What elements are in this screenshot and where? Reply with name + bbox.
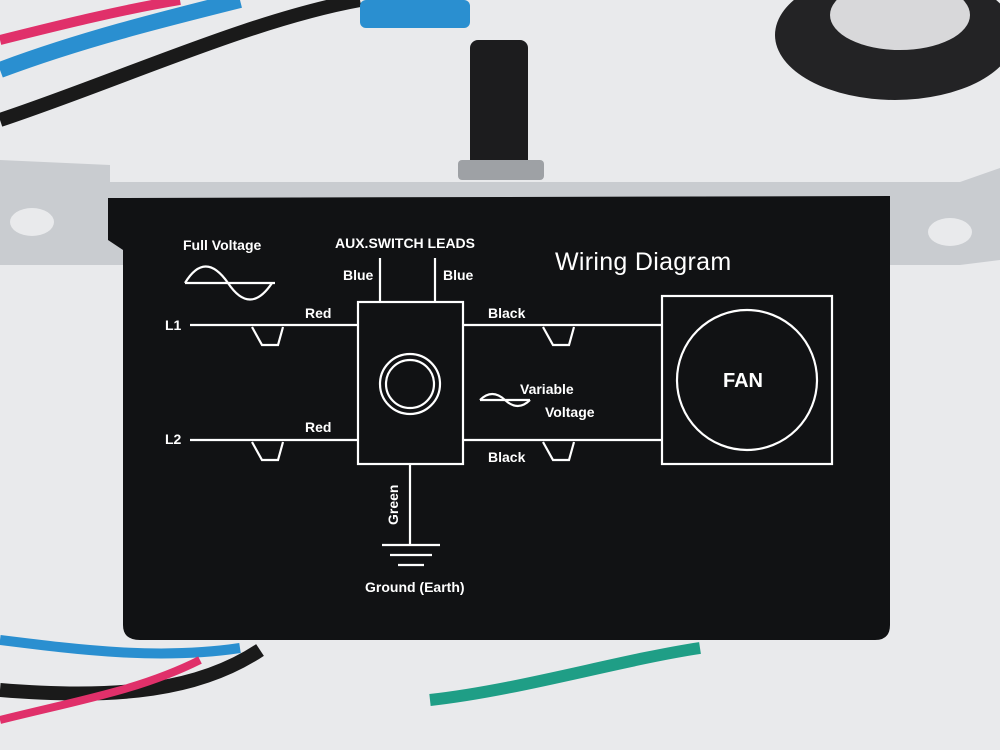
l2-label: L2 bbox=[165, 431, 182, 447]
l1-label: L1 bbox=[165, 317, 182, 333]
switch-panel bbox=[108, 196, 890, 640]
blue-left-label: Blue bbox=[343, 267, 374, 283]
wire-black-top-left bbox=[0, 0, 362, 127]
green-label: Green bbox=[385, 484, 401, 525]
blue-right-label: Blue bbox=[443, 267, 474, 283]
ground-label: Ground (Earth) bbox=[365, 579, 465, 595]
lever-collar bbox=[458, 160, 544, 180]
variable-label: Variable bbox=[520, 381, 574, 397]
wiring-lines bbox=[184, 258, 834, 567]
red-bottom-label: Red bbox=[305, 419, 332, 435]
knob-cap bbox=[830, 0, 970, 50]
wire-red-bottom bbox=[0, 656, 202, 724]
black-bottom-label: Black bbox=[488, 449, 526, 465]
wire-blue-bottom bbox=[0, 635, 241, 659]
full-voltage-label: Full Voltage bbox=[183, 237, 262, 253]
switch-lever[interactable] bbox=[470, 40, 528, 175]
wire-black-bottom bbox=[0, 644, 264, 701]
wire-green-bottom bbox=[429, 642, 701, 706]
blue-connector bbox=[360, 0, 470, 28]
black-top-label: Black bbox=[488, 305, 526, 321]
voltage-label: Voltage bbox=[545, 404, 595, 420]
diagram-title: Wiring Diagram bbox=[555, 248, 732, 276]
fan-label: FAN bbox=[723, 370, 763, 392]
aux-switch-leads-label: AUX.SWITCH LEADS bbox=[335, 235, 475, 251]
bracket-hole-left bbox=[10, 208, 54, 236]
bracket-hole-right bbox=[928, 218, 972, 246]
red-top-label: Red bbox=[305, 305, 332, 321]
fan-box bbox=[660, 294, 834, 466]
wire-red-top-left bbox=[0, 0, 181, 45]
wire-blue-top-left bbox=[0, 0, 242, 78]
